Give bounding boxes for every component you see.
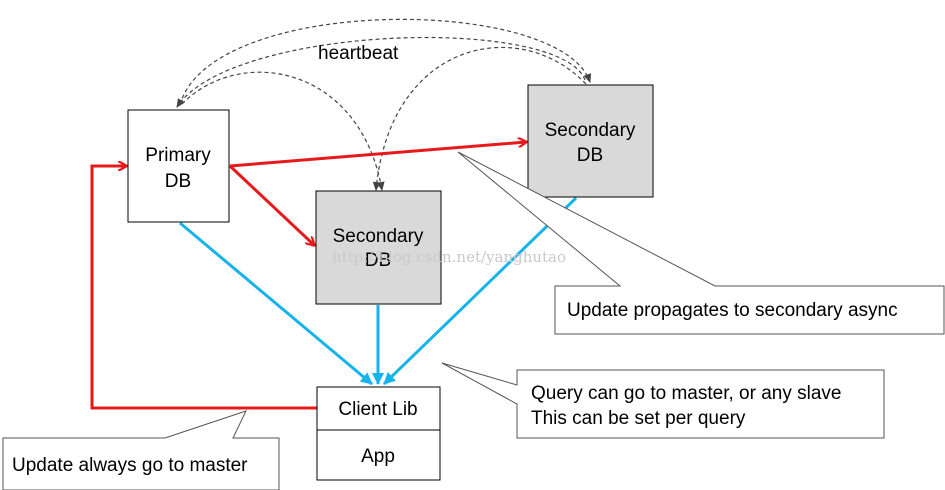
primary-db-line1: Primary <box>145 145 211 166</box>
callout-query: Query can go to master, or any slave Thi… <box>441 362 885 439</box>
watermark-text: http://blog.csdn.net/yanghutao <box>332 248 566 266</box>
secondary-left-line1: Secondary <box>333 226 424 247</box>
heartbeat-primary-to-secondary-right <box>179 18 592 106</box>
secondary-db-node-left: Secondary DB <box>315 190 442 305</box>
callout-update: Update always go to master <box>2 410 280 490</box>
heartbeat-secondary-right-to-primary <box>176 36 586 108</box>
heartbeat-primary-to-secondary-left <box>181 71 385 191</box>
replication-arrow-to-secondary-right <box>229 142 526 168</box>
update-route-client-to-primary <box>90 166 317 410</box>
secondary-db-node-right: Secondary DB <box>527 84 654 198</box>
read-path <box>179 196 578 386</box>
heartbeat-secondary-right-to-secondary-left <box>372 46 587 191</box>
secondary-left-line2: DB <box>365 250 391 271</box>
read-line-primary-to-client <box>179 221 373 386</box>
callout-query-line2: This can be set per query <box>531 408 746 429</box>
callout-query-line1: Query can go to master, or any slave <box>531 383 842 404</box>
primary-db-node: Primary DB <box>127 109 230 223</box>
primary-db-line2: DB <box>165 171 191 192</box>
heartbeat-label: heartbeat <box>318 43 399 64</box>
secondary-right-line1: Secondary <box>545 120 636 141</box>
replication-arrow-to-secondary-left <box>228 164 314 245</box>
secondary-right-line2: DB <box>577 145 603 166</box>
read-line-secondary-right-to-client <box>382 196 578 386</box>
client-lib-label: Client Lib <box>338 399 417 420</box>
write-path <box>90 142 526 410</box>
app-label: App <box>361 446 395 467</box>
callout-propagation: Update propagates to secondary async <box>457 151 945 335</box>
callout-propagation-text: Update propagates to secondary async <box>567 300 898 321</box>
callout-update-text: Update always go to master <box>12 455 248 476</box>
client-app-node: Client Lib App <box>316 386 441 481</box>
heartbeat-links <box>176 18 592 191</box>
